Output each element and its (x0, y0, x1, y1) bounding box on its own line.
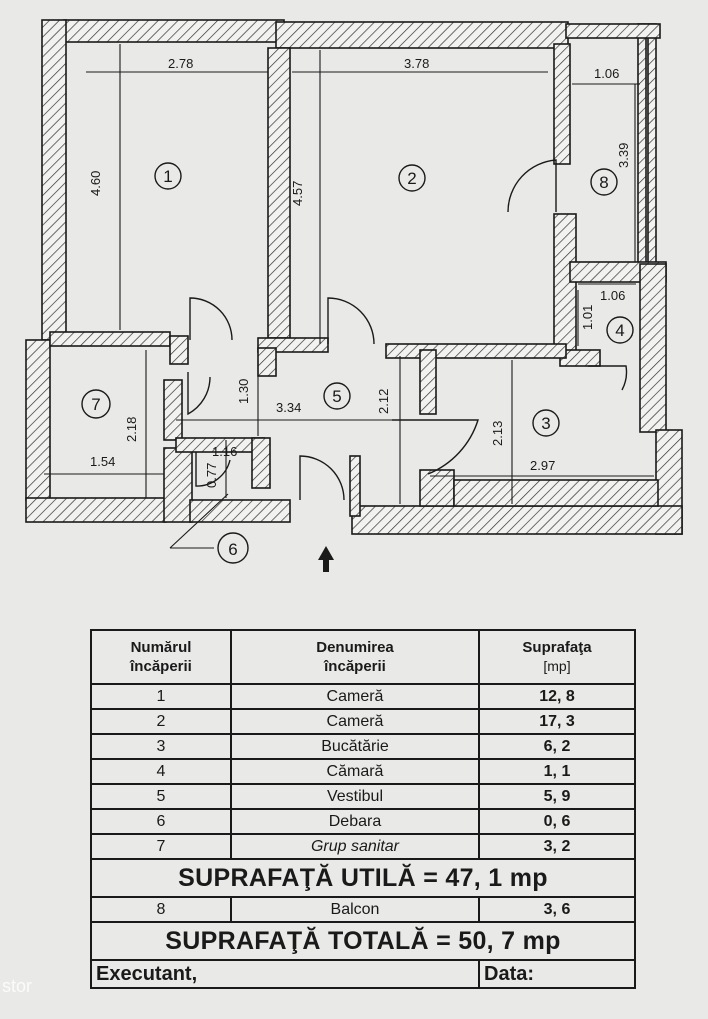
dim-2-13: 2.13 (490, 421, 505, 446)
room-label-1: 1 (163, 167, 172, 186)
dim-1-16: 1.16 (212, 444, 237, 459)
dim-1-01: 1.01 (580, 305, 595, 330)
dim-1-54: 1.54 (90, 454, 115, 469)
room-area: 0, 6 (478, 808, 636, 835)
watermark: stor (2, 976, 33, 996)
room-label-7: 7 (91, 395, 100, 414)
room-name: Debara (230, 808, 480, 835)
dimension-labels: 2.78 3.78 1.06 4.60 4.57 3.39 1.06 1.01 … (88, 56, 631, 488)
doors (187, 159, 628, 501)
room-number: 7 (90, 833, 232, 860)
dim-2-78: 2.78 (168, 56, 193, 71)
room-area: 3, 6 (478, 896, 636, 923)
room-area: 5, 9 (478, 783, 636, 810)
room-marker-2 (398, 164, 426, 192)
room-markers (81, 162, 634, 564)
room-marker-1 (154, 162, 182, 190)
room-name: Grup sanitar (230, 833, 480, 860)
room-numbers: 1 2 3 4 5 6 7 8 (91, 167, 624, 559)
useful-area-row: SUPRAFAŢĂ UTILĂ = 47, 1 mp (90, 858, 636, 898)
room-number: 8 (90, 896, 232, 923)
room-label-5: 5 (332, 387, 341, 406)
dim-3-39: 3.39 (616, 143, 631, 168)
room-number: 2 (90, 708, 232, 735)
room-marker-5 (323, 382, 351, 410)
total-area-row: SUPRAFAŢĂ TOTALĂ = 50, 7 mp (90, 921, 636, 961)
header-area: Suprafaţa[mp] (478, 629, 636, 685)
room-name: Balcon (230, 896, 480, 923)
dim-4-60: 4.60 (88, 171, 103, 196)
dim-2-18: 2.18 (124, 417, 139, 442)
room-area: 1, 1 (478, 758, 636, 785)
dimension-lines (44, 44, 654, 549)
dim-1-06-top: 1.06 (594, 66, 619, 81)
room-marker-3 (532, 409, 560, 437)
dim-2-12: 2.12 (376, 389, 391, 414)
signature-row: Executant,Data: (90, 959, 636, 989)
room-name: Cameră (230, 683, 480, 710)
room-label-2: 2 (407, 169, 416, 188)
dim-1-06: 1.06 (600, 288, 625, 303)
useful-area-total: SUPRAFAŢĂ UTILĂ = 47, 1 mp (90, 858, 636, 898)
dim-3-34: 3.34 (276, 400, 301, 415)
room-marker-8 (590, 168, 618, 196)
room-area: 6, 2 (478, 733, 636, 760)
room-name: Bucătărie (230, 733, 480, 760)
floor-plan: 2.78 3.78 1.06 4.60 4.57 3.39 1.06 1.01 … (25, 19, 683, 572)
room-number: 5 (90, 783, 232, 810)
dim-2-97: 2.97 (530, 458, 555, 473)
room-marker-4 (606, 316, 634, 344)
date-label: Data: (478, 959, 636, 989)
room-name: Cameră (230, 708, 480, 735)
executant-label: Executant, (90, 959, 480, 989)
room-area: 12, 8 (478, 683, 636, 710)
room-area: 17, 3 (478, 708, 636, 735)
room-label-8: 8 (599, 173, 608, 192)
dim-0-77: 0.77 (204, 463, 219, 488)
room-number: 6 (90, 808, 232, 835)
room-label-6: 6 (228, 540, 237, 559)
room-number: 4 (90, 758, 232, 785)
entrance-arrow-icon (318, 546, 334, 572)
room-marker-6 (217, 532, 249, 564)
room-marker-7 (81, 389, 111, 419)
dim-3-78: 3.78 (404, 56, 429, 71)
total-area: SUPRAFAŢĂ TOTALĂ = 50, 7 mp (90, 921, 636, 961)
room-number: 1 (90, 683, 232, 710)
room-name: Vestibul (230, 783, 480, 810)
room-number: 3 (90, 733, 232, 760)
room-label-3: 3 (541, 414, 550, 433)
dim-4-57: 4.57 (290, 181, 305, 206)
dim-1-30: 1.30 (236, 379, 251, 404)
walls (25, 19, 683, 535)
room-label-4: 4 (615, 321, 624, 340)
room-area: 3, 2 (478, 833, 636, 860)
room-name: Cămară (230, 758, 480, 785)
